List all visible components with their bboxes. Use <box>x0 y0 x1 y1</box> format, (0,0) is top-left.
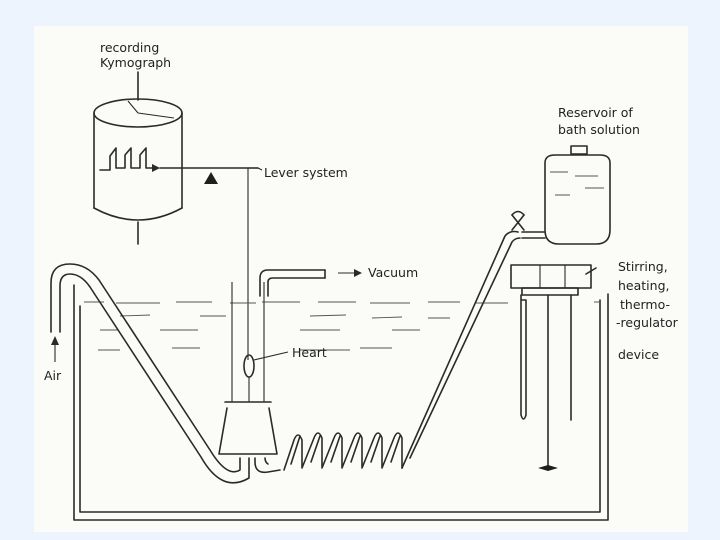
stirrer-paddle-icon <box>538 465 558 471</box>
labels: recording Kymograph Lever system Reservo… <box>44 40 679 383</box>
heart-chamber <box>218 282 278 455</box>
label-vacuum: Vacuum <box>368 265 418 280</box>
label-bath-solution: bath solution <box>558 122 640 137</box>
diagram-paper <box>34 26 688 532</box>
kymograph <box>93 71 183 245</box>
tap-icon <box>511 214 525 231</box>
stirring-device <box>510 264 597 471</box>
label-reservoir: Reservoir of <box>558 105 633 120</box>
label-recording: recording <box>100 40 159 55</box>
frame-right <box>688 0 720 540</box>
label-thermo: thermo- <box>620 297 670 312</box>
bath <box>73 284 609 521</box>
frame-left <box>0 0 34 540</box>
annotations <box>51 167 289 362</box>
spiral-tube <box>254 230 521 474</box>
frame-bottom <box>0 532 720 540</box>
kymograph-trace <box>99 147 154 171</box>
frame-top <box>0 0 720 26</box>
lever-system <box>159 167 259 360</box>
label-regulator: -regulator <box>616 315 679 330</box>
label-heart: Heart <box>292 345 327 360</box>
label-device: device <box>618 347 659 362</box>
vacuum-arrow-icon <box>354 269 362 277</box>
vacuum-tube <box>259 269 362 297</box>
fulcrum-icon <box>204 172 218 184</box>
label-air: Air <box>44 368 62 383</box>
pen-arrow-icon <box>152 164 160 172</box>
air-inlet-tube <box>50 263 250 484</box>
label-stirring: Stirring, <box>618 259 668 274</box>
heart-icon <box>243 354 255 378</box>
label-heating: heating, <box>618 278 669 293</box>
air-arrow-icon <box>51 336 59 345</box>
label-kymograph: Kymograph <box>100 55 171 70</box>
label-lever-system: Lever system <box>264 165 348 180</box>
reservoir <box>511 145 611 245</box>
